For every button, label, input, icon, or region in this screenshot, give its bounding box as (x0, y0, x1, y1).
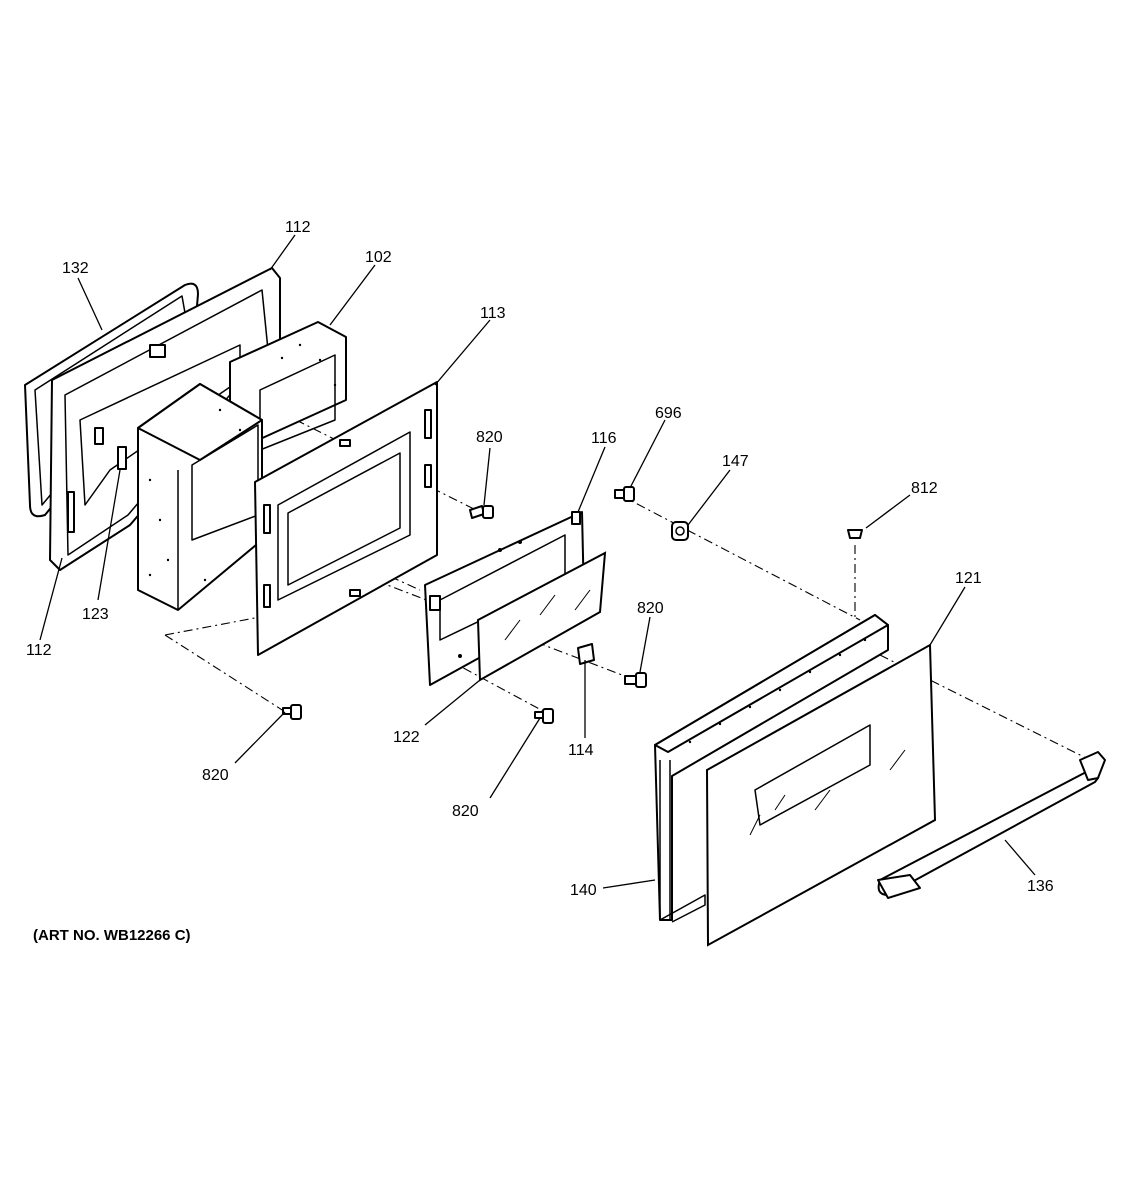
part-113-inner-panel (254, 381, 438, 656)
screw-820-bottom (534, 708, 554, 724)
leader-lines (39, 234, 1036, 889)
callout-812: 812 (911, 480, 938, 497)
part-121-outer-glass (705, 643, 937, 947)
callout-121: 121 (955, 570, 982, 587)
callouts: 112 132 102 113 820 116 696 147 812 121 … (26, 219, 1054, 899)
part-140-outer-frame (654, 614, 889, 923)
callout-820-left: 820 (202, 767, 229, 784)
callout-112-bottom: 112 (26, 642, 52, 659)
callout-116: 116 (591, 430, 617, 447)
screw-820-right (624, 672, 647, 688)
part-147-spacer (671, 521, 689, 541)
callout-696: 696 (655, 405, 682, 422)
callout-820-right: 820 (637, 600, 664, 617)
callout-122: 122 (393, 729, 420, 746)
screw-696 (614, 486, 635, 502)
art-number-caption: (ART NO. WB12266 C) (33, 927, 191, 944)
part-102-insulation-front (137, 383, 263, 611)
callout-114: 114 (568, 742, 594, 759)
screw-820-upper (469, 505, 494, 519)
callout-820-upper: 820 (476, 429, 503, 446)
callout-113: 113 (480, 305, 506, 322)
callout-147: 147 (722, 453, 749, 470)
callout-102: 102 (365, 249, 392, 266)
callout-136: 136 (1027, 878, 1054, 895)
callout-112-top: 112 (285, 219, 311, 236)
screw-820-left (282, 704, 302, 720)
part-114-clip (577, 643, 595, 665)
callout-820-bottom: 820 (452, 803, 479, 820)
callout-140: 140 (570, 882, 597, 899)
part-122-inner-glass (476, 551, 607, 682)
callout-123: 123 (82, 606, 109, 623)
callout-132: 132 (62, 260, 89, 277)
screw-812 (847, 529, 863, 539)
part-136-handle (877, 751, 1106, 899)
